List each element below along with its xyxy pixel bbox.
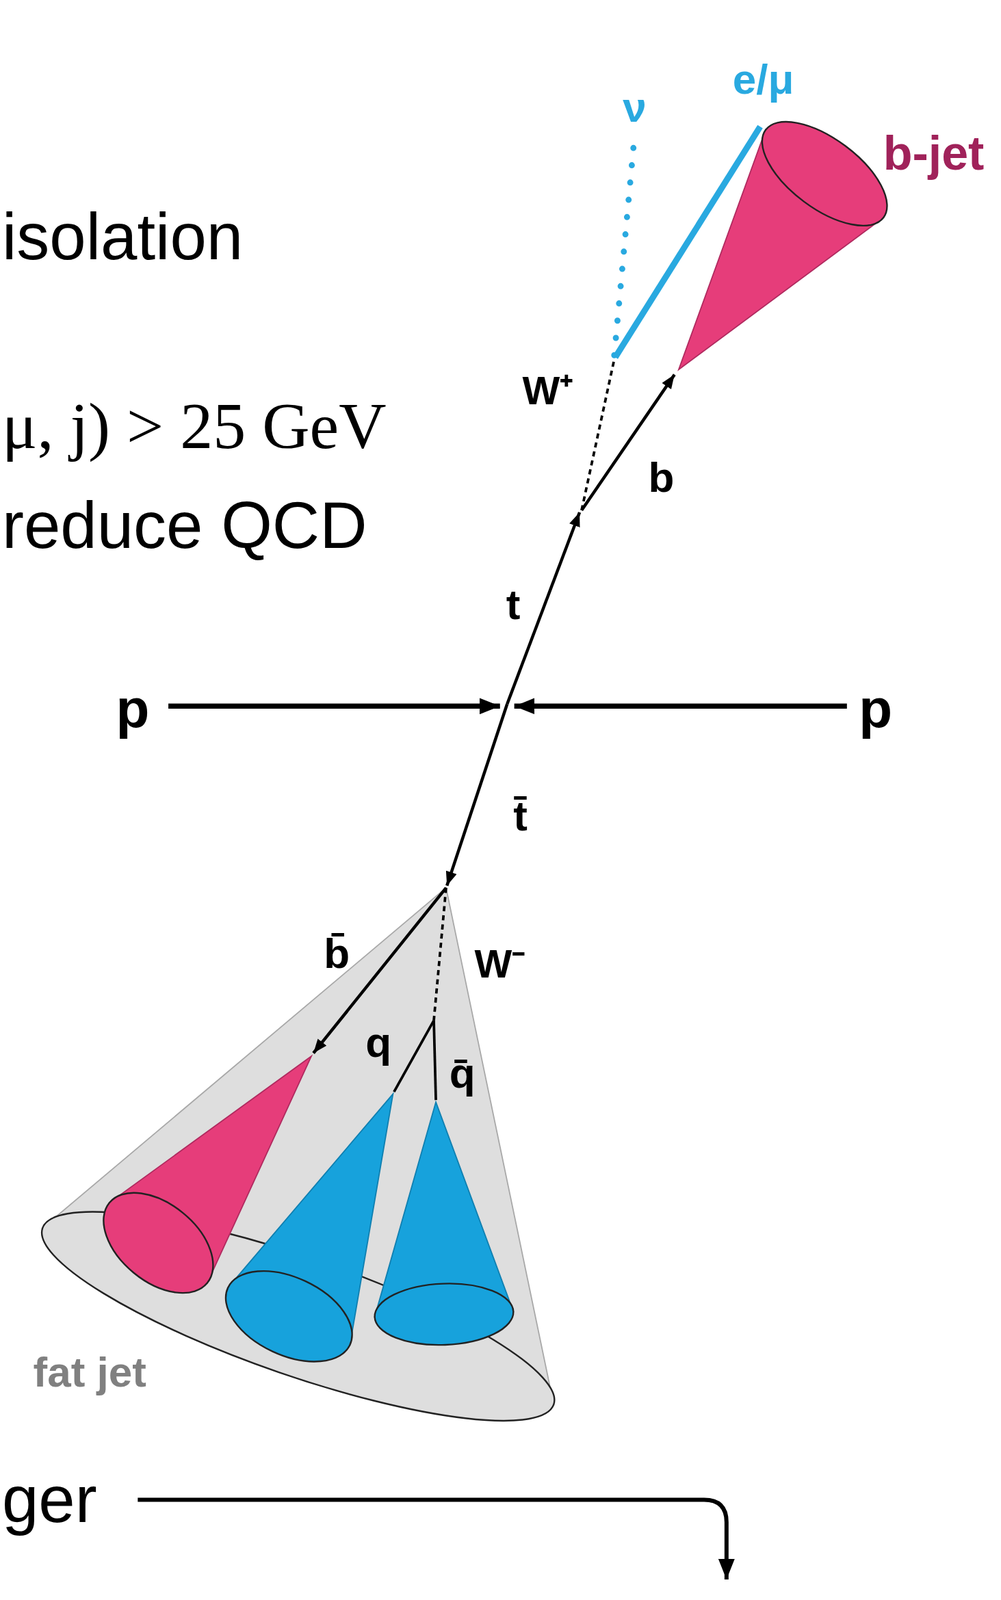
pointer-arrow (137, 1500, 727, 1580)
proton-beam (168, 704, 501, 709)
node-label: fat jet (33, 1349, 147, 1396)
w-boson-line (433, 887, 447, 1021)
particle-label: t̄ (513, 793, 528, 840)
jet-cone-mouth (745, 101, 905, 246)
cut-note: reduce QCD (2, 489, 368, 562)
particle-label: ν (622, 83, 646, 130)
node-label: b-jet (883, 126, 985, 180)
cut-note: ger (2, 1463, 98, 1537)
antitop-quark-line (446, 704, 507, 886)
particle-label: t (506, 581, 521, 629)
b-quark-line (581, 374, 675, 511)
particle-label: b̄ (323, 930, 350, 978)
quark-line (394, 1020, 434, 1092)
particle-label: e/μ (732, 56, 795, 103)
particle-label: q̄ (449, 1050, 476, 1097)
neutrino-line (614, 145, 634, 356)
beam-label: p (115, 678, 150, 739)
particle-label: b (647, 454, 674, 501)
particle-label: q (365, 1019, 392, 1066)
cut-note: isolation (2, 200, 243, 273)
beam-label: p (858, 678, 893, 739)
b-jet-cone: b-jet (668, 107, 999, 384)
jet-cone-mouth (211, 1252, 367, 1381)
particle-label: W⁺ (522, 368, 574, 413)
jet-cone-mouth (373, 1280, 515, 1348)
antiquark-line (433, 1020, 436, 1100)
jet-cone (42, 887, 554, 1404)
particle-label: W⁻ (474, 942, 526, 986)
jet-cone-mouth (84, 1172, 232, 1313)
cut-formula: μ, j) > 25 GeV (2, 390, 387, 464)
proton-beam (514, 704, 848, 709)
